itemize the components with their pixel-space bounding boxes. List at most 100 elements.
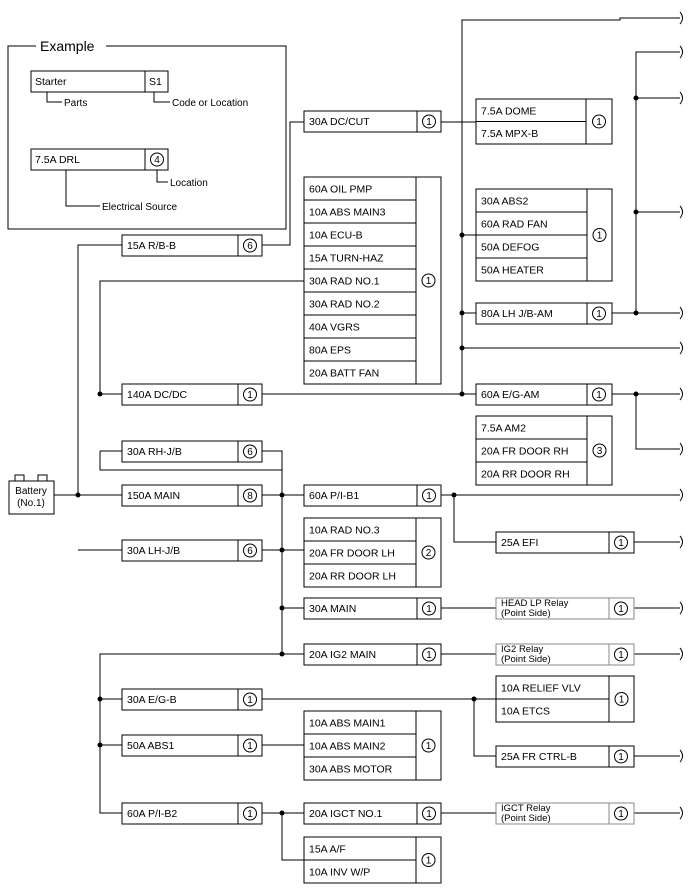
example-source-box — [30, 148, 169, 171]
group-fuse-label: 10A ABS MAIN3 — [309, 207, 386, 219]
location-badge — [592, 443, 607, 458]
example-code-caption: Code or Location — [172, 98, 248, 109]
group-fuse-label: 30A ABS2 — [481, 196, 528, 208]
battery: Battery (No.1) — [8, 474, 55, 515]
fuse-dc-cut: 30A DC/CUT 1 — [303, 110, 442, 133]
example-legend: Example Starter S1 Parts Code or Locatio… — [7, 38, 287, 230]
group-fuse-label: 80A EPS — [309, 345, 351, 357]
relay-ig2: IG2 Relay (Point Side) 1 — [495, 643, 635, 666]
location-number: 1 — [426, 276, 432, 287]
group-fuse-label: 7.5A DOME — [481, 105, 536, 117]
fuse-abs1: 50A ABS1 1 — [121, 734, 263, 757]
fuse-e-g-am: 60A E/G-AM 1 — [475, 383, 613, 406]
relay-name: IGCT Relay — [501, 803, 551, 814]
battery-box — [8, 480, 55, 515]
fuse-label: 60A P/I-B2 — [127, 808, 177, 820]
relay-name: IG2 Relay — [501, 644, 543, 655]
location-number: 1 — [596, 390, 602, 401]
wire-terminators — [679, 11, 683, 820]
location-number: 1 — [618, 809, 624, 820]
group-fuse-label: 10A RAD NO.3 — [309, 525, 380, 537]
example-source-location: 4 — [154, 155, 160, 166]
group-fuse-label: 10A ABS MAIN2 — [309, 741, 386, 753]
location-number: 1 — [618, 604, 624, 615]
fuse-label: 80A LH J/B-AM — [481, 308, 553, 320]
fuse-label: 30A RH-J/B — [127, 446, 182, 458]
fuse-rh-jb: 30A RH-J/B 6 — [121, 440, 263, 463]
fuse-lh-jb-am: 80A LH J/B-AM 1 — [475, 302, 613, 325]
group-fuse-label: 60A RAD FAN — [481, 219, 548, 231]
group-fuse-label: 15A TURN-HAZ — [309, 253, 384, 265]
example-parts-code: S1 — [149, 76, 162, 88]
location-number: 8 — [247, 491, 253, 502]
location-number: 1 — [247, 741, 253, 752]
location-badge — [592, 114, 606, 129]
fuse-main-150a: 150A MAIN 8 — [121, 484, 263, 507]
location-number: 3 — [597, 446, 603, 457]
fuse-label: 25A EFI — [501, 537, 538, 549]
group-fuse-label: 20A RR DOOR LH — [309, 571, 396, 583]
example-location-caption: Location — [170, 178, 208, 189]
example-frame — [7, 45, 287, 230]
fuse-fr-ctrl-b: 25A FR CTRL-B 1 — [495, 745, 635, 768]
location-number: 6 — [247, 447, 253, 458]
location-number: 1 — [426, 650, 432, 661]
group-fuse-label: 10A ABS MAIN1 — [309, 718, 386, 730]
group-fuse-label: 30A RAD NO.1 — [309, 276, 380, 288]
location-number: 1 — [247, 390, 253, 401]
group-fuse-label: 7.5A MPX-B — [481, 128, 538, 140]
relay-side: (Point Side) — [501, 654, 551, 665]
fuse-label: 30A MAIN — [309, 603, 356, 615]
location-badge — [421, 273, 436, 288]
wires — [54, 17, 680, 861]
fuse-e-g-b: 30A E/G-B 1 — [121, 688, 263, 711]
location-number: 1 — [426, 117, 432, 128]
fuse-efi: 25A EFI 1 — [495, 531, 635, 554]
example-source-name: 7.5A DRL — [35, 154, 80, 166]
fuse-label: 20A IG2 MAIN — [309, 649, 376, 661]
location-number: 1 — [597, 231, 603, 242]
fuse-label: 20A IGCT NO.1 — [309, 808, 382, 820]
fuse-group-dome: 7.5A DOME 7.5A MPX-B 1 — [475, 98, 613, 145]
location-number: 6 — [247, 241, 253, 252]
group-fuse-label: 7.5A AM2 — [481, 423, 526, 435]
group-fuse-label: 10A ETCS — [501, 706, 550, 718]
location-number: 1 — [426, 491, 432, 502]
location-badge — [421, 545, 436, 560]
group-fuse-label: 15A A/F — [309, 844, 346, 856]
group-frame — [303, 517, 442, 588]
location-number: 1 — [618, 538, 624, 549]
fuse-group-abs2: 30A ABS2 60A RAD FAN 50A DEFOG 50A HEATER 1 — [475, 188, 613, 282]
example-parts-caption: Parts — [64, 98, 87, 109]
location-number: 1 — [618, 752, 624, 763]
relay-name: HEAD LP Relay — [501, 598, 569, 609]
group-frame — [475, 415, 613, 486]
group-fuse-label: 10A RELIEF VLV — [501, 683, 581, 695]
location-number: 1 — [426, 604, 432, 615]
fuse-p-i-b1: 60A P/I-B1 1 — [303, 484, 442, 507]
fuse-label: 50A ABS1 — [127, 740, 174, 752]
group-fuse-label: 50A HEATER — [481, 265, 544, 277]
location-number: 1 — [596, 117, 602, 128]
fuse-label: 25A FR CTRL-B — [501, 751, 577, 763]
group-fuse-label: 30A ABS MOTOR — [309, 764, 393, 776]
relay-side: (Point Side) — [501, 813, 551, 824]
relay-head-lp: HEAD LP Relay (Point Side) 1 — [495, 597, 635, 620]
location-number: 1 — [426, 856, 432, 867]
relay-side: (Point Side) — [501, 608, 551, 619]
fuse-main-30a: 30A MAIN 1 — [303, 597, 442, 620]
fuse-igct-no1: 20A IGCT NO.1 1 — [303, 802, 442, 825]
location-number: 1 — [426, 809, 432, 820]
group-fuse-label: 50A DEFOG — [481, 242, 539, 254]
relay-igct: IGCT Relay (Point Side) 1 — [495, 802, 635, 825]
location-badge — [421, 853, 436, 867]
fuse-label: 15A R/B-B — [127, 240, 176, 252]
fuse-ig2-main: 20A IG2 MAIN 1 — [303, 643, 442, 666]
fuse-label: 150A MAIN — [127, 490, 180, 502]
fuse-p-i-b2: 60A P/I-B2 1 — [121, 802, 263, 825]
